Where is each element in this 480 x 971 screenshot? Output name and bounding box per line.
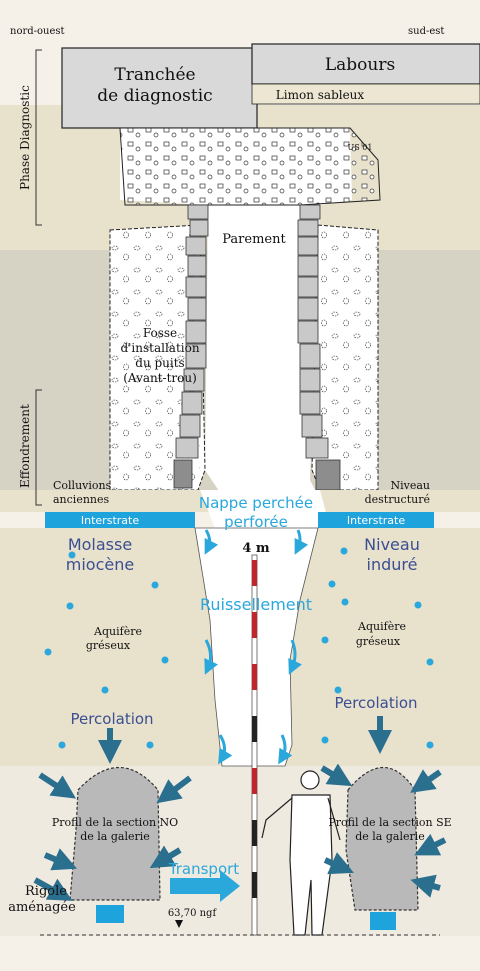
altitude-marker: [175, 920, 183, 928]
label-molasse-2: miocène: [66, 555, 134, 574]
label-fosse-3: du puits: [135, 356, 184, 370]
label-us01: US 01: [348, 143, 373, 152]
label-niveau-destructure-2: destructuré: [365, 493, 430, 506]
label-molasse-1: Molasse: [68, 535, 132, 554]
bracket-effondrement: [35, 389, 42, 506]
label-tranchee-1: Tranchée: [114, 65, 195, 85]
well-shaft: [120, 128, 352, 528]
label-tranchee-2: de diagnostic: [97, 86, 212, 106]
profile-se: [345, 766, 419, 911]
label-labours: Labours: [325, 55, 395, 75]
label-sud-est: sud-est: [408, 26, 444, 37]
label-profil-no-2: de la galerie: [80, 830, 150, 843]
label-rigole-2: aménagée: [8, 900, 76, 915]
rigole-left: [96, 905, 124, 923]
bracket-diagnostic: [35, 49, 42, 226]
label-fosse-1: Fosse: [143, 326, 177, 340]
flow-arrows: [204, 529, 309, 765]
label-aquifere-right-2: gréseux: [356, 635, 401, 648]
label-phase-diagnostic: Phase Diagnostic: [18, 85, 32, 190]
rubble-fill: [119, 127, 381, 206]
rigole-right: [370, 912, 396, 930]
label-parement: Parement: [222, 232, 286, 247]
label-colluvions-2: anciennes: [53, 493, 110, 506]
tranchee-block: [61, 47, 258, 129]
label-aquifere-left-2: gréseux: [86, 639, 131, 652]
label-scale: 4 m: [242, 541, 270, 556]
label-profil-se-1: Profil de la section SE: [328, 816, 451, 829]
label-interstrate-left: Interstrate: [81, 514, 139, 527]
label-limon: Limon sableux: [276, 88, 365, 102]
label-ruissellement: Ruissellement: [200, 595, 312, 614]
interstrate-left-band: [45, 512, 195, 528]
label-colluvions-1: Colluvions: [53, 479, 112, 492]
parement-right: [297, 204, 341, 491]
label-interstrate-right: Interstrate: [347, 514, 405, 527]
label-fosse-2: d'installation: [120, 341, 199, 355]
label-percolation-right: Percolation: [334, 694, 417, 712]
label-fosse-4: (Avant-trou): [123, 371, 197, 385]
profile-no: [69, 767, 161, 901]
label-percolation-left: Percolation: [70, 710, 153, 728]
label-effondrement: Effondrement: [18, 404, 32, 488]
label-nappe-2: perforée: [224, 513, 288, 531]
label-aquifere-left-1: Aquifère: [93, 625, 142, 638]
label-transport: Transport: [168, 860, 240, 878]
parement-left: [173, 204, 209, 489]
label-nappe-1: Nappe perchée: [199, 494, 313, 512]
label-niveau-destructure-1: Niveau: [390, 479, 430, 492]
label-aquifere-right-1: Aquifère: [357, 620, 406, 633]
label-nord-ouest: nord-ouest: [10, 26, 65, 37]
percolation-arrows: [33, 716, 447, 901]
interstrate-right-band: [318, 512, 434, 528]
label-profil-no-1: Profil de la section NO: [52, 816, 178, 829]
label-rigole-1: Rigole: [25, 884, 67, 899]
water-dots: [44, 547, 434, 749]
transport-arrow: [170, 870, 240, 902]
label-profil-se-2: de la galerie: [355, 830, 425, 843]
label-niveau-indure-2: induré: [367, 555, 418, 574]
scale-bar: [251, 554, 258, 936]
label-altitude: 63,70 ngf: [168, 908, 218, 919]
limon-band: [251, 83, 480, 105]
label-niveau-indure-1: Niveau: [364, 535, 420, 554]
person-figure: [261, 770, 341, 936]
